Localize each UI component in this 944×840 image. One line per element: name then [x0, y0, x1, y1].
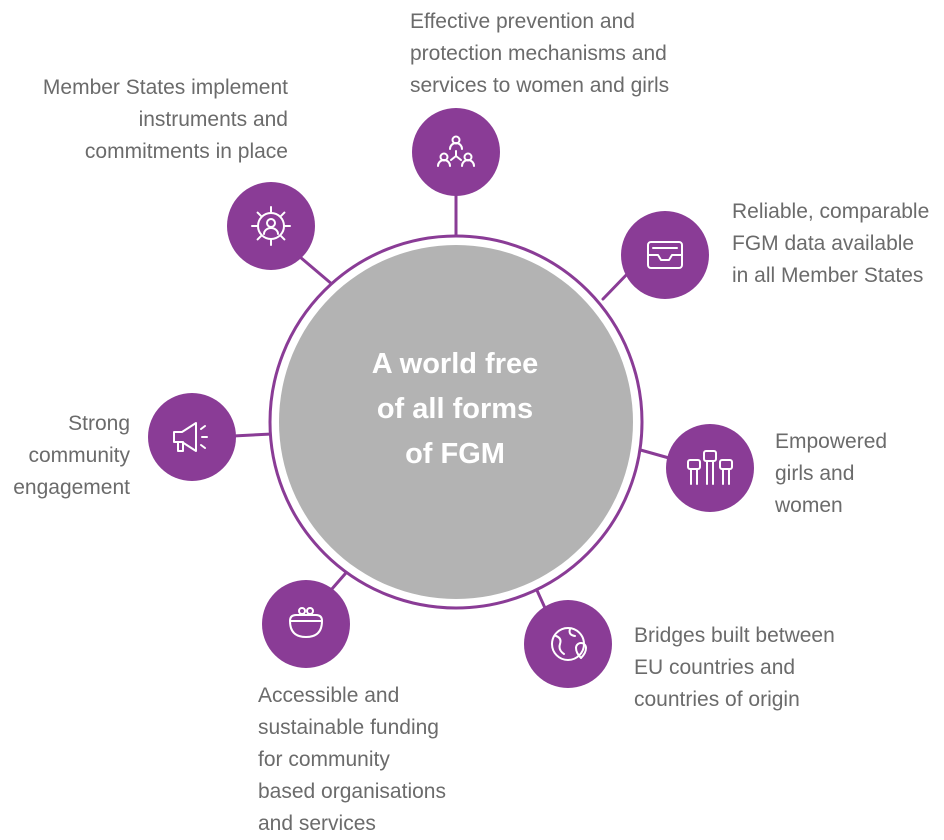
node-bridges	[524, 600, 612, 688]
archive-tray-icon	[647, 241, 683, 269]
gear-person-icon	[251, 206, 291, 246]
label-prevention: Effective prevention and protection mech…	[410, 10, 670, 97]
label-empowered: Empowered girls and women	[775, 430, 888, 517]
label-member-states: Member States implement instruments and …	[42, 76, 288, 163]
connector-empowered	[635, 447, 671, 460]
megaphone-icon	[173, 422, 208, 452]
coin-purse-icon	[289, 607, 323, 638]
label-funding: Accessible and sustainable funding for c…	[258, 684, 446, 835]
center-disc	[279, 245, 633, 599]
globe-pin-icon	[551, 627, 587, 661]
label-community: Strong community engagement	[13, 412, 130, 499]
node-data	[621, 211, 709, 299]
node-community	[148, 393, 236, 481]
node-empowered	[666, 424, 754, 512]
node-funding	[262, 580, 350, 668]
label-bridges: Bridges built between EU countries and c…	[634, 624, 835, 711]
connector-community	[231, 432, 274, 438]
center-title: A world free of all forms of FGM	[371, 348, 539, 470]
network-people-icon	[437, 135, 475, 167]
raised-fists-icon	[687, 450, 733, 485]
connector-member-states	[298, 255, 335, 287]
label-data: Reliable, comparable FGM data available …	[732, 200, 930, 287]
